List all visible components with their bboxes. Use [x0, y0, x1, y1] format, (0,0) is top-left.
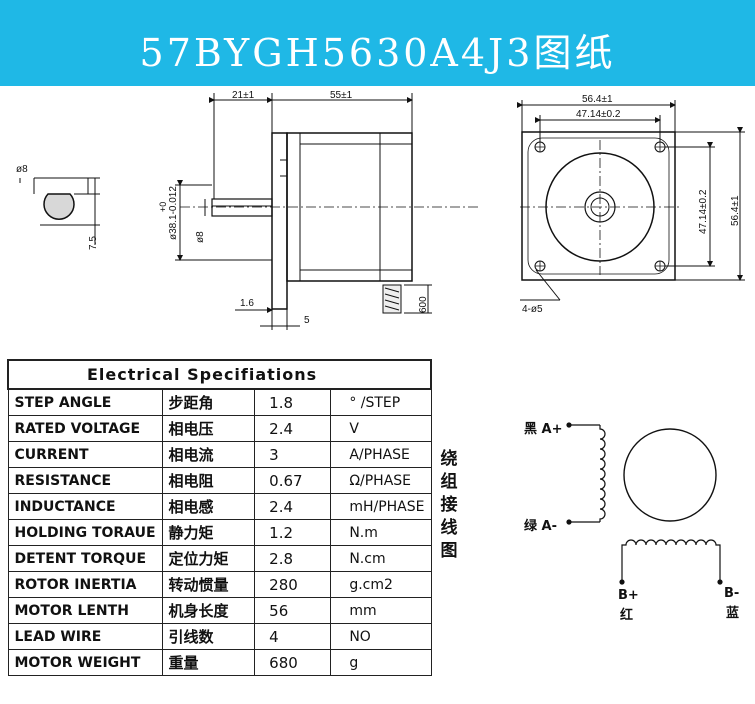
spec-unit: g.cm2 [330, 571, 432, 598]
dim-front-height: 56.4±1 [730, 195, 741, 226]
dim-lead-length: 600 [418, 296, 429, 313]
dim-front-width: 56.4±1 [582, 94, 613, 105]
spec-cn: 相电流 [161, 441, 256, 468]
spec-value: 56 [254, 597, 332, 624]
dim-boss-tolerance: +0 [158, 202, 168, 212]
spec-value: 0.67 [254, 467, 332, 494]
spec-unit: N.cm [330, 545, 432, 572]
dim-body-length: 55±1 [330, 90, 353, 101]
wire-b-minus-color: 蓝 [726, 606, 740, 621]
spec-cn: 引线数 [161, 623, 256, 650]
spec-name: MOTOR LENTH [7, 597, 163, 624]
spec-value: 2.4 [254, 415, 332, 442]
shaft-section-view: ø8 7.5 [16, 164, 100, 250]
spec-cn: 重量 [161, 649, 256, 676]
spec-value: 1.8 [254, 388, 332, 416]
spec-value: 280 [254, 571, 332, 598]
spec-name: ROTOR INERTIA [7, 571, 163, 598]
spec-name: INDUCTANCE [7, 493, 163, 520]
dim-flange-thickness: 1.6 [240, 298, 254, 309]
spec-name: HOLDING TORAUE [7, 519, 163, 546]
wire-a-plus-label: 黑 A+ [524, 422, 563, 437]
title-banner: 57BYGH5630A4J3图纸 [0, 0, 755, 86]
dim-shaft-diameter: ø8 [195, 231, 206, 243]
spec-cn: 转动惯量 [161, 571, 256, 598]
spec-name: DETENT TORQUE [7, 545, 163, 572]
wiring-diagram-label: 绕组接线图 [440, 449, 458, 561]
spec-name: RATED VOLTAGE [7, 415, 163, 442]
spec-unit: g [330, 649, 432, 676]
winding-schematic [566, 422, 723, 585]
dim-boss-diameter: ø38.1-0.012 [168, 186, 179, 240]
spec-cn: 机身长度 [161, 597, 256, 624]
spec-cn: 静力矩 [161, 519, 256, 546]
spec-value: 3 [254, 441, 332, 468]
spec-value: 2.8 [254, 545, 332, 572]
spec-value: 4 [254, 623, 332, 650]
spec-table-title: Electrical Specifiations [7, 359, 432, 390]
spec-value: 1.2 [254, 519, 332, 546]
wire-b-plus-color: 红 [620, 608, 634, 623]
spec-unit: A/PHASE [330, 441, 432, 468]
page-title: 57BYGH5630A4J3图纸 [139, 31, 616, 75]
wire-b-minus-label: B- [724, 586, 740, 601]
spec-cn: 相电压 [161, 415, 256, 442]
shaft-flat-label: 7.5 [88, 236, 99, 250]
dim-boss-length: 5 [304, 315, 310, 326]
spec-name: LEAD WIRE [7, 623, 163, 650]
motor-side-view: 21±1 55±1 ø38.1-0.012 +0 ø8 1.6 5 600 [158, 90, 480, 330]
spec-unit: ° /STEP [330, 388, 432, 416]
spec-unit: V [330, 415, 432, 442]
dim-shaft-length: 21±1 [232, 90, 255, 101]
spec-unit: Ω/PHASE [330, 467, 432, 494]
spec-cn: 相电感 [161, 493, 256, 520]
spec-unit: mH/PHASE [330, 493, 432, 520]
spec-value: 680 [254, 649, 332, 676]
spec-name: MOTOR WEIGHT [7, 649, 163, 676]
dim-hole-spacing-vertical: 47.14±0.2 [698, 189, 709, 234]
wire-a-minus-label: 绿 A- [524, 519, 557, 534]
spec-cn: 步距角 [161, 388, 256, 416]
mounting-holes-label: 4-ø5 [522, 304, 543, 315]
dim-hole-spacing-horizontal: 47.14±0.2 [576, 109, 621, 120]
spec-cn: 相电阻 [161, 467, 256, 494]
technical-drawing: ø8 7.5 21±1 55±1 ø38.1-0.012 + [16, 90, 745, 330]
wire-b-plus-label: B+ [618, 588, 639, 603]
motor-front-view: 56.4±1 47.14±0.2 56.4±1 47.14±0.2 4-ø5 [517, 94, 745, 315]
spec-unit: NO [330, 623, 432, 650]
spec-value: 2.4 [254, 493, 332, 520]
spec-unit: N.m [330, 519, 432, 546]
spec-unit: mm [330, 597, 432, 624]
spec-cn: 定位力矩 [161, 545, 256, 572]
shaft-diameter-label: ø8 [16, 164, 28, 175]
spec-name: STEP ANGLE [7, 388, 163, 416]
spec-name: CURRENT [7, 441, 163, 468]
spec-name: RESISTANCE [7, 467, 163, 494]
